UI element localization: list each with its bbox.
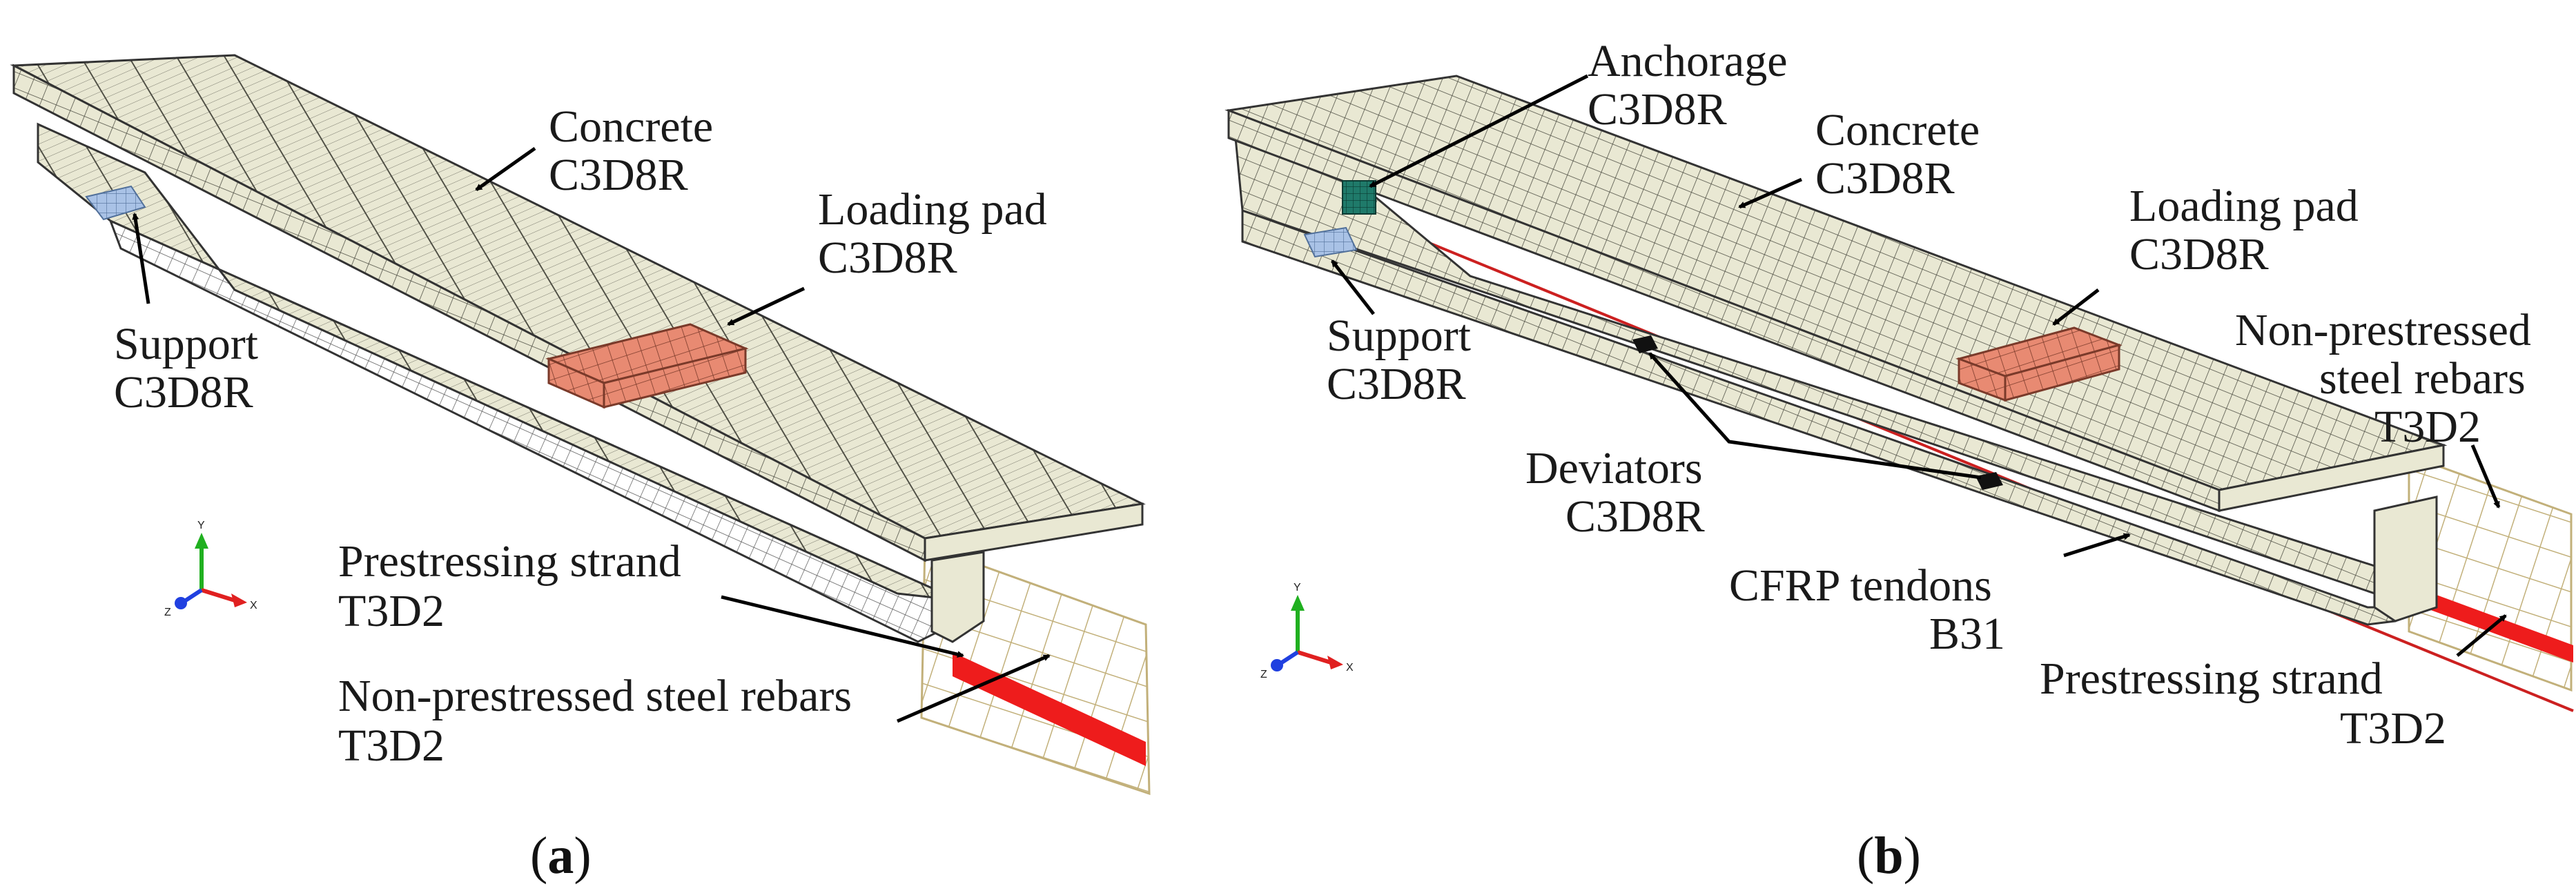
panel-a: Concrete C3D8R Loading pad C3D8R Support… bbox=[10, 54, 1151, 885]
deviator-1-b bbox=[1632, 335, 1658, 353]
leader-concrete-a bbox=[475, 146, 536, 192]
deviator-2-b bbox=[1975, 472, 2003, 490]
cfrp-tendon-b bbox=[1290, 185, 2574, 712]
label-support-b: Support C3D8R bbox=[1327, 311, 1483, 409]
label-loading-pad-b: Loading pad C3D8R bbox=[2129, 181, 2370, 279]
label-rebars-a: Non-prestressed steel rebars T3D2 bbox=[338, 671, 863, 771]
axis-z-label-a: Z bbox=[164, 607, 171, 618]
label-concrete-b: Concrete C3D8R bbox=[1815, 105, 1991, 204]
axis-y-label-b: Y bbox=[1294, 582, 1301, 593]
loading-pad-b-side bbox=[2004, 344, 2120, 402]
prestressing-strand-a bbox=[953, 652, 1146, 766]
label-support-a: Support C3D8R bbox=[114, 319, 270, 418]
leader-rebars-a bbox=[897, 654, 1051, 723]
caption-b: (b) bbox=[1857, 827, 1921, 885]
label-strand-a: Prestressing strand T3D2 bbox=[338, 536, 692, 636]
leader-support-b bbox=[1331, 259, 1375, 315]
label-loading-pad-a: Loading pad C3D8R bbox=[818, 184, 1058, 283]
leader-strand-a bbox=[721, 595, 964, 658]
girder-end-cap-a bbox=[924, 502, 1144, 562]
leader-deviators-b bbox=[1648, 352, 1982, 480]
label-deviators-b: Deviators C3D8R bbox=[1525, 443, 1714, 542]
girder-end-section-b bbox=[2373, 495, 2438, 622]
caption-a: (a) bbox=[530, 827, 592, 885]
prestressing-strand-b bbox=[2395, 580, 2573, 663]
girder-haunch-a bbox=[37, 122, 960, 602]
axis-x-label-a: X bbox=[250, 600, 257, 611]
leader-anchorage-b bbox=[1369, 74, 1589, 188]
girder-end-section-a bbox=[930, 551, 985, 643]
support-block-a bbox=[85, 185, 146, 221]
leader-loading-pad-b bbox=[2052, 288, 2100, 326]
leader-concrete-b bbox=[1738, 177, 1803, 209]
leader-loading-pad-a bbox=[727, 286, 806, 326]
leader-strand-b bbox=[2456, 614, 2507, 657]
girder-end-cap-b bbox=[2218, 444, 2445, 512]
axis-y-label-a: Y bbox=[197, 520, 205, 531]
axis-triad-b: Y X Z bbox=[1260, 582, 1354, 680]
label-anchorage-b: Anchorage C3D8R bbox=[1588, 36, 1799, 135]
loading-pad-a-side bbox=[603, 347, 747, 409]
leader-support-a bbox=[132, 213, 150, 304]
leader-cfrp-b bbox=[2063, 533, 2131, 558]
label-rebars-b: Non-prestressed steel rebars T3D2 bbox=[2235, 305, 2542, 452]
label-cfrp-b: CFRP tendons B31 bbox=[1729, 560, 2005, 659]
axis-triad-a: Y X Z bbox=[164, 520, 257, 618]
axis-z-label-b: Z bbox=[1260, 669, 1267, 680]
support-block-b bbox=[1303, 226, 1358, 258]
label-concrete-a: Concrete C3D8R bbox=[549, 101, 725, 200]
girder-flange-side-a bbox=[12, 63, 926, 562]
axis-x-label-b: X bbox=[1346, 662, 1354, 674]
panel-b: Anchorage C3D8R Concrete C3D8R Loading p… bbox=[1224, 36, 2574, 885]
label-strand-b: Prestressing strand T3D2 bbox=[2040, 654, 2446, 754]
leader-rebars-b bbox=[2470, 444, 2501, 509]
